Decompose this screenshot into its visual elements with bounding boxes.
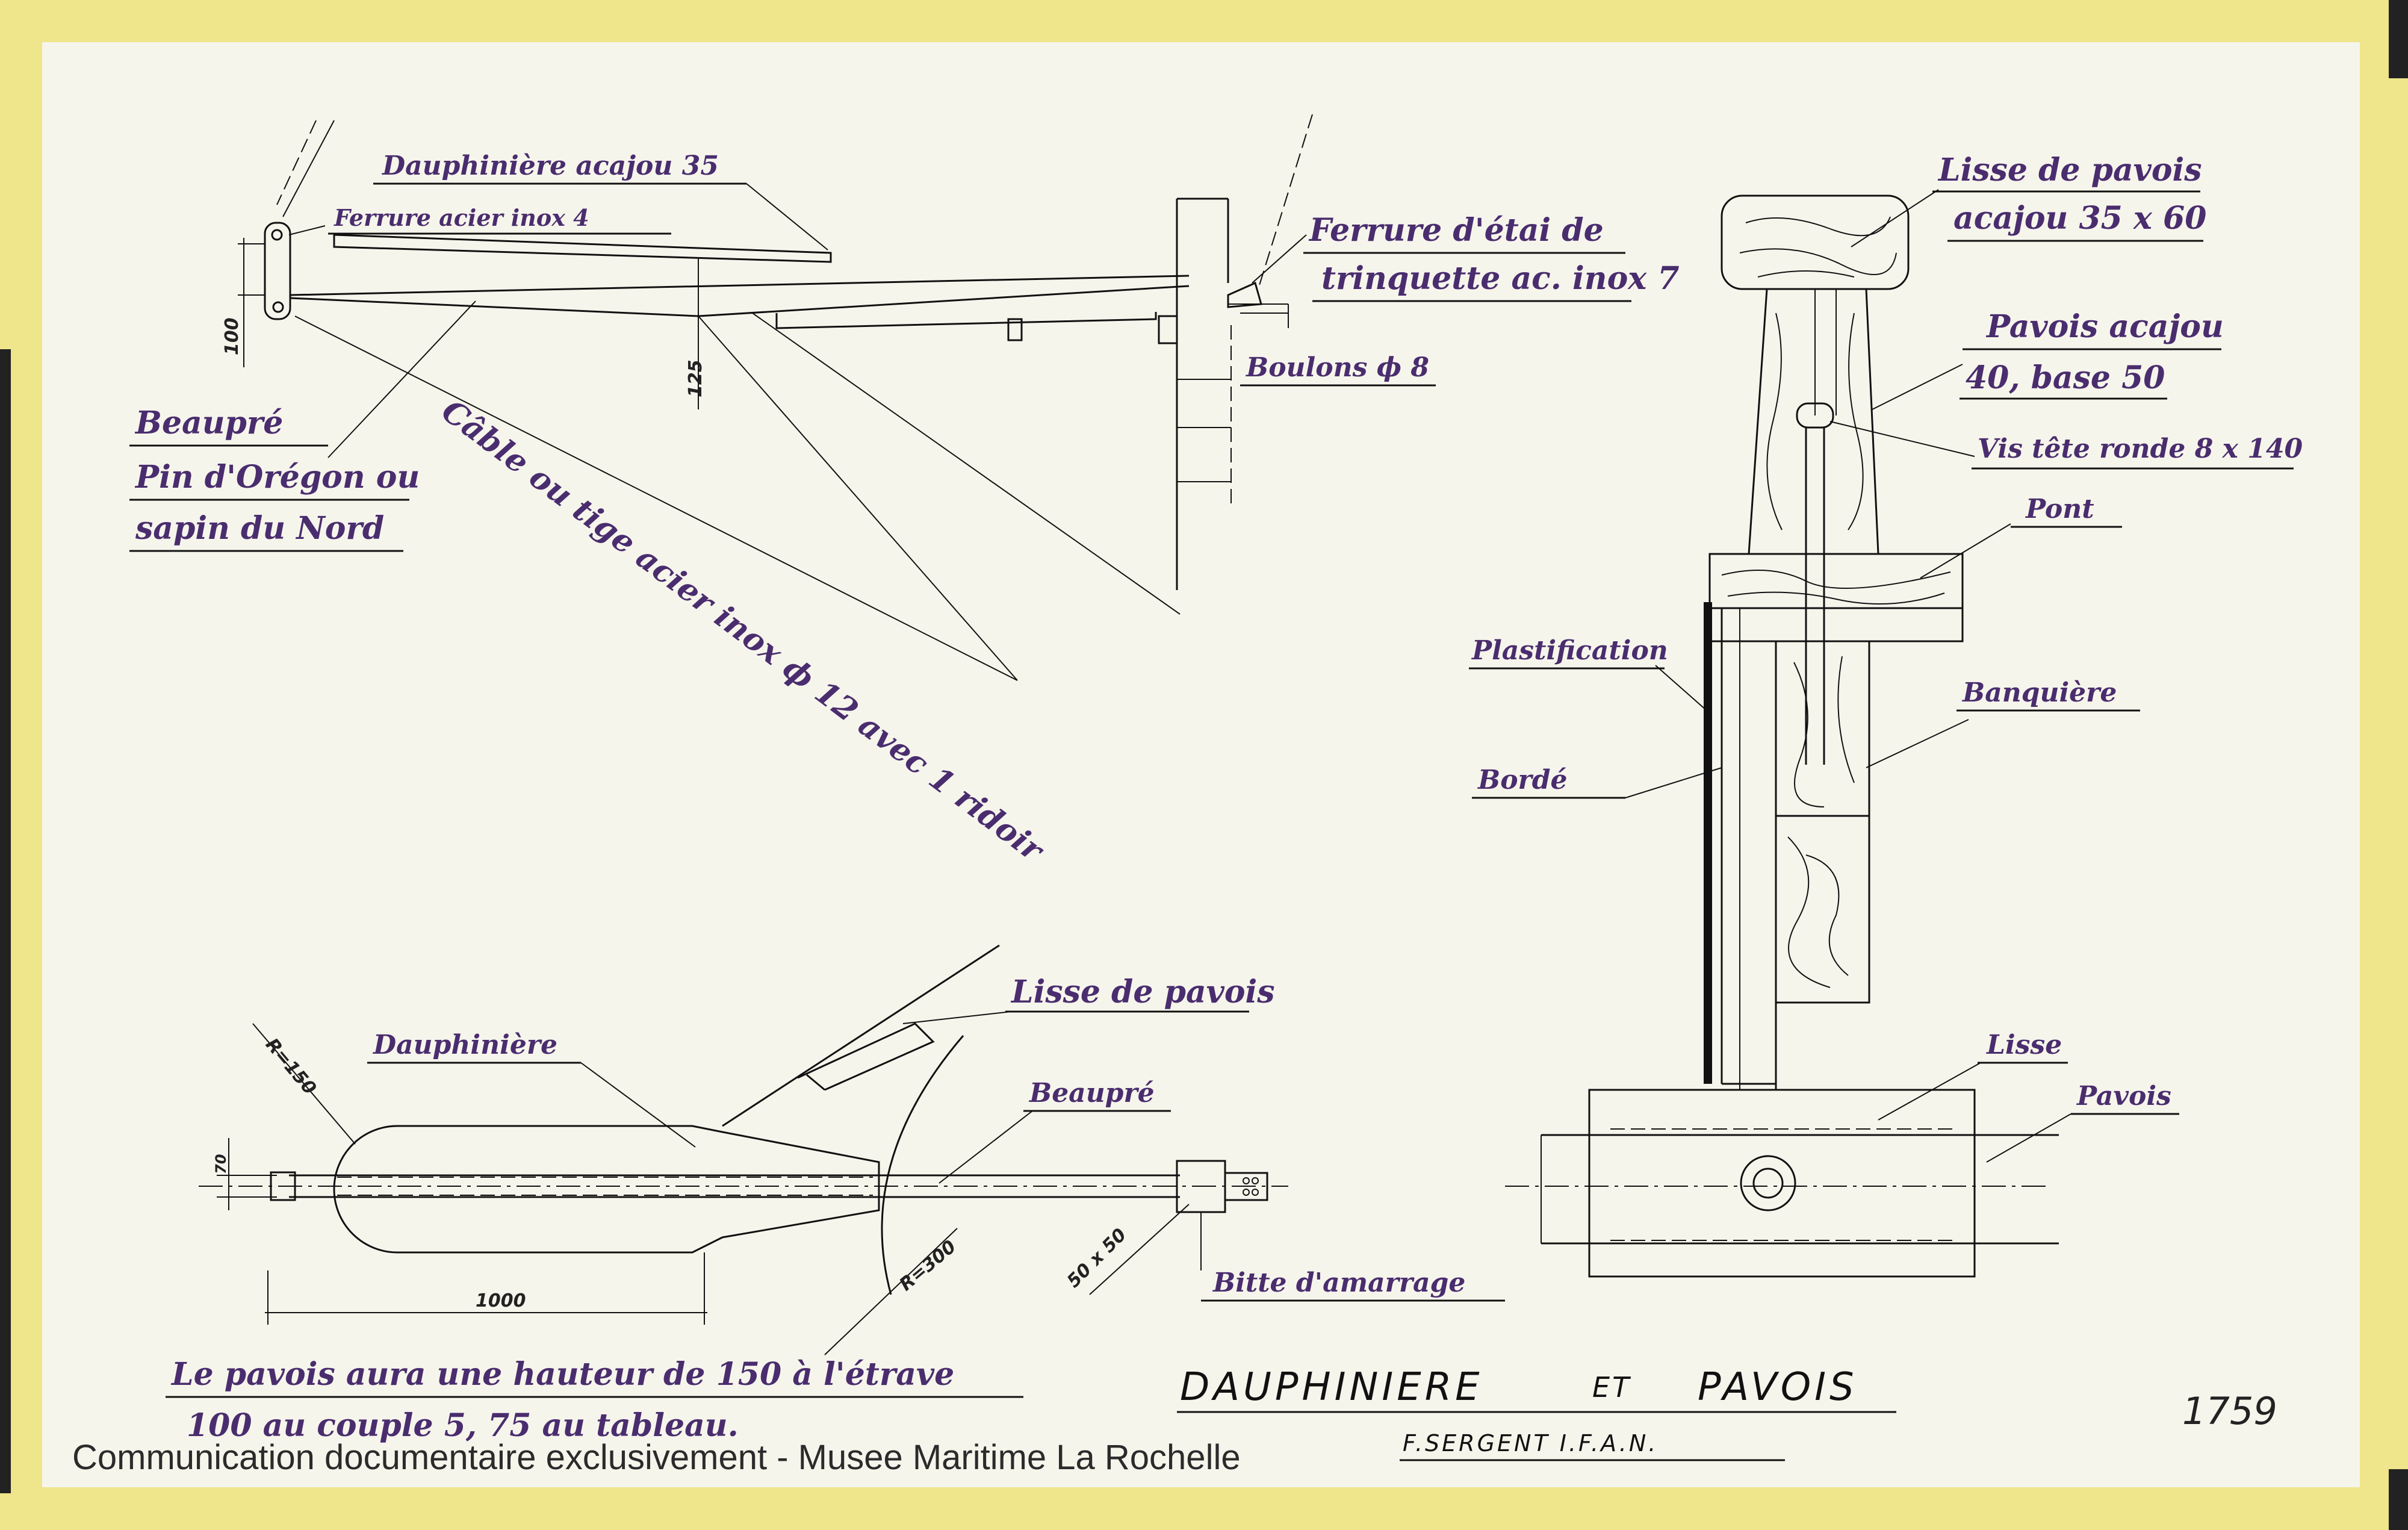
plan-number: 1759 — [2182, 1389, 2277, 1433]
label-ferrure-etai-line1: Ferrure d'étai de — [1308, 212, 1604, 249]
side-view-drawing — [238, 114, 1313, 681]
label-borde: Bordé — [1477, 765, 1567, 795]
dim-70: 70 — [213, 1154, 229, 1174]
label-beaupre-side: Beaupré — [134, 405, 283, 441]
label-plastification: Plastification — [1471, 635, 1668, 666]
label-40-base-50: 40, base 50 — [1966, 359, 2165, 396]
section-view-drawing — [1505, 189, 2071, 1278]
label-dauphiniere-plan: Dauphinière — [372, 1030, 557, 1060]
binding-strip-left — [0, 349, 11, 1493]
note-line-1: Le pavois aura une hauteur de 150 à l'ét… — [170, 1356, 954, 1393]
binding-strip-right-bottom — [2389, 1469, 2408, 1530]
label-boulons: Boulons ϕ 8 — [1245, 352, 1429, 383]
label-sapin-du-nord: sapin du Nord — [135, 510, 384, 547]
title-dauphiniere: DAUPHINIERE — [1180, 1365, 1483, 1410]
title-pavois: PAVOIS — [1698, 1365, 1858, 1410]
author-credit: F.SERGENT I.F.A.N. — [1403, 1430, 1658, 1457]
label-ferrure-acier: Ferrure acier inox 4 — [334, 204, 589, 231]
label-pont: Pont — [2025, 494, 2094, 524]
label-banquiere: Banquière — [1961, 677, 2117, 708]
watermark-text: Communication documentaire exclusivement… — [72, 1438, 1241, 1477]
label-beaupre-plan: Beaupré — [1028, 1078, 1155, 1109]
label-bitte-amarrage: Bitte d'amarrage — [1212, 1267, 1465, 1298]
binding-strip-right-top — [2389, 0, 2408, 78]
label-lisse-de-pavois-plan: Lisse de pavois — [1010, 974, 1275, 1010]
label-ferrure-etai-line2: trinquette ac. inox 7 — [1321, 260, 1680, 297]
label-lisse-de-pavois-section: Lisse de pavois — [1937, 152, 2202, 188]
label-pavois-acajou: Pavois acajou — [1985, 308, 2224, 345]
label-pin-oregon: Pin d'Orégon ou — [134, 459, 420, 496]
label-acajou-35x60: acajou 35 x 60 — [1953, 200, 2206, 237]
dim-100: 100 — [222, 317, 243, 355]
title-et: ET — [1592, 1371, 1631, 1404]
dim-125: 125 — [685, 359, 706, 397]
plan-view-drawing — [199, 944, 1288, 1355]
dim-1000: 1000 — [476, 1290, 526, 1311]
label-vis-tete-ronde: Vis tête ronde 8 x 140 — [1978, 434, 2303, 464]
label-lisse-section: Lisse — [1985, 1030, 2062, 1060]
label-pavois-section: Pavois — [2076, 1081, 2171, 1112]
note-line-2: 100 au couple 5, 75 au tableau. — [187, 1407, 739, 1444]
label-dauphiniere-acajou: Dauphinière acajou 35 — [381, 151, 719, 181]
